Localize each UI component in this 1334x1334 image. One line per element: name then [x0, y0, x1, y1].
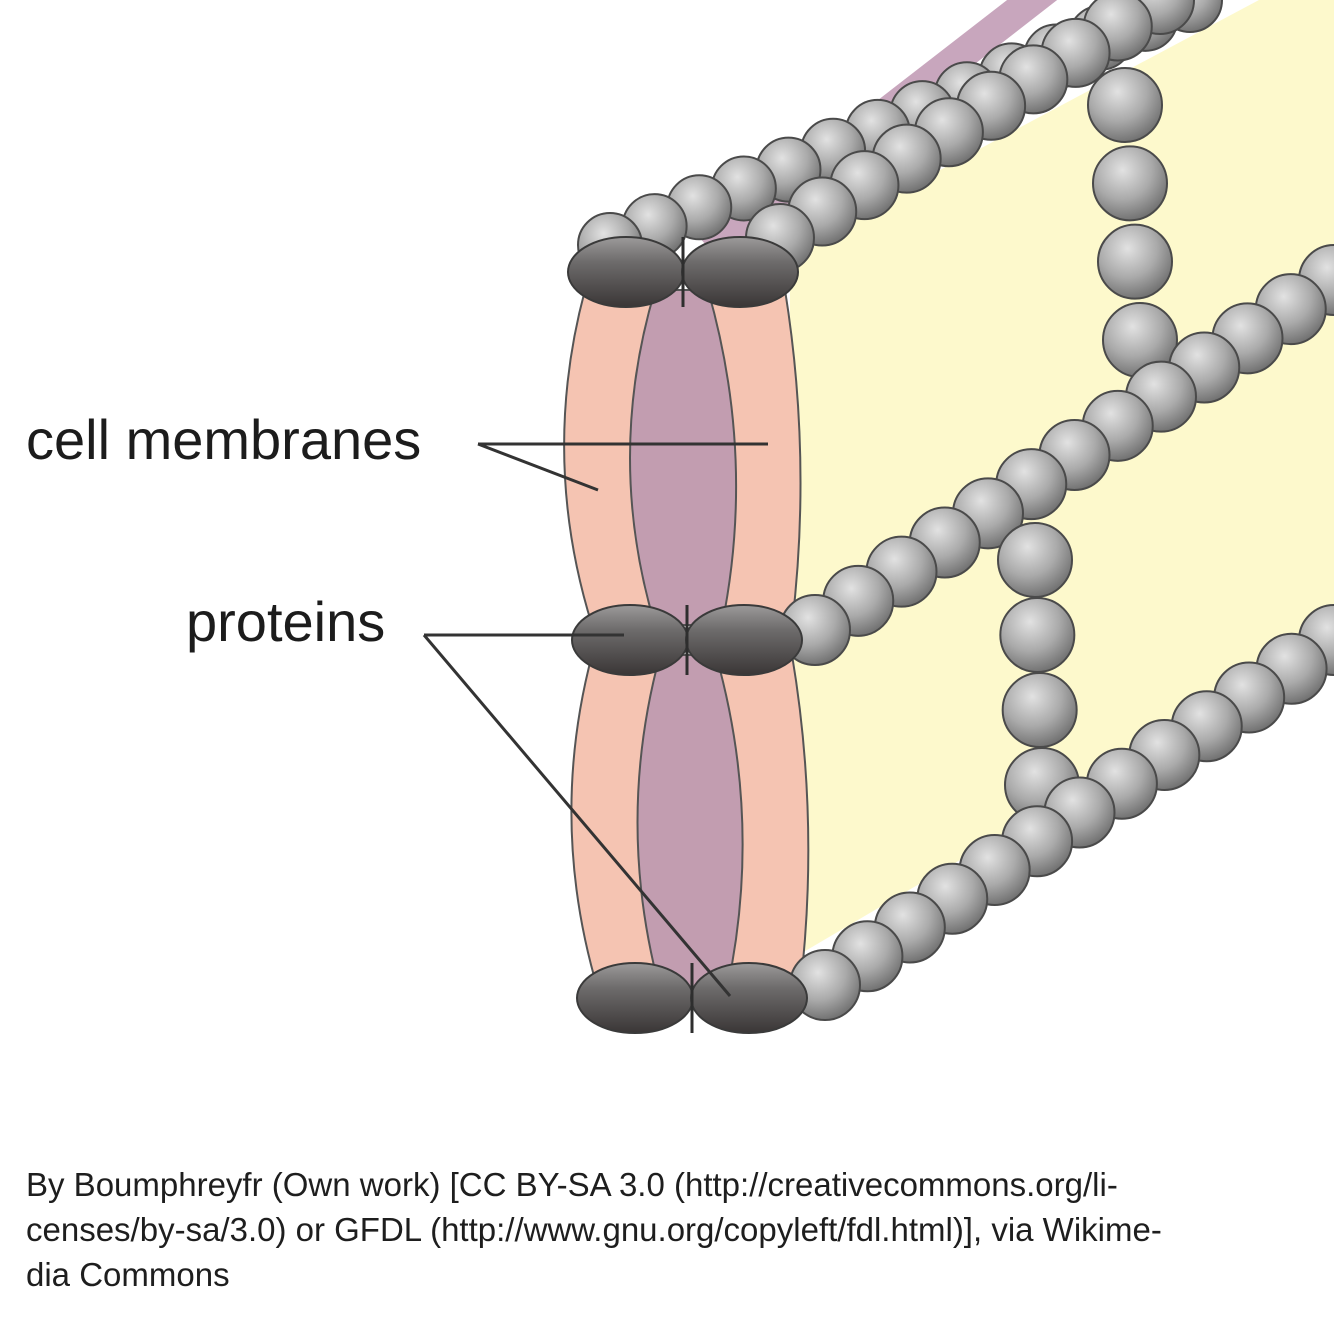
cell-membranes-label: cell membranes	[26, 408, 422, 471]
transmembrane-protein-icon	[567, 236, 799, 308]
protein-bead-icon	[997, 522, 1073, 598]
credit-line: dia Commons	[26, 1256, 230, 1293]
transmembrane-protein-icon	[576, 962, 808, 1034]
protein-bead-chains	[577, 0, 1334, 1021]
credit-line: censes/by-sa/3.0) or GFDL (http://www.gn…	[26, 1211, 1162, 1248]
pointer-lines	[422, 442, 768, 997]
proteins-label: proteins	[186, 590, 386, 653]
pointer-protein-bottom	[422, 634, 732, 997]
protein-bead-icon	[1087, 67, 1163, 143]
protein-bead-icon	[1092, 145, 1168, 222]
membrane-block-lower	[570, 654, 810, 991]
transmembrane-protein-icon	[571, 604, 803, 676]
protein-bead-icon	[999, 597, 1076, 673]
attribution-credit: By Boumphreyfr (Own work) [CC BY-SA 3.0 …	[26, 1162, 1316, 1297]
protein-bead-icon	[1001, 672, 1078, 748]
credit-line: By Boumphreyfr (Own work) [CC BY-SA 3.0 …	[26, 1166, 1118, 1203]
pointer-membrane-left	[477, 442, 599, 492]
membrane-block-upper	[563, 289, 802, 626]
transmembrane-proteins	[567, 236, 808, 1034]
protein-bead-icon	[1097, 223, 1173, 300]
